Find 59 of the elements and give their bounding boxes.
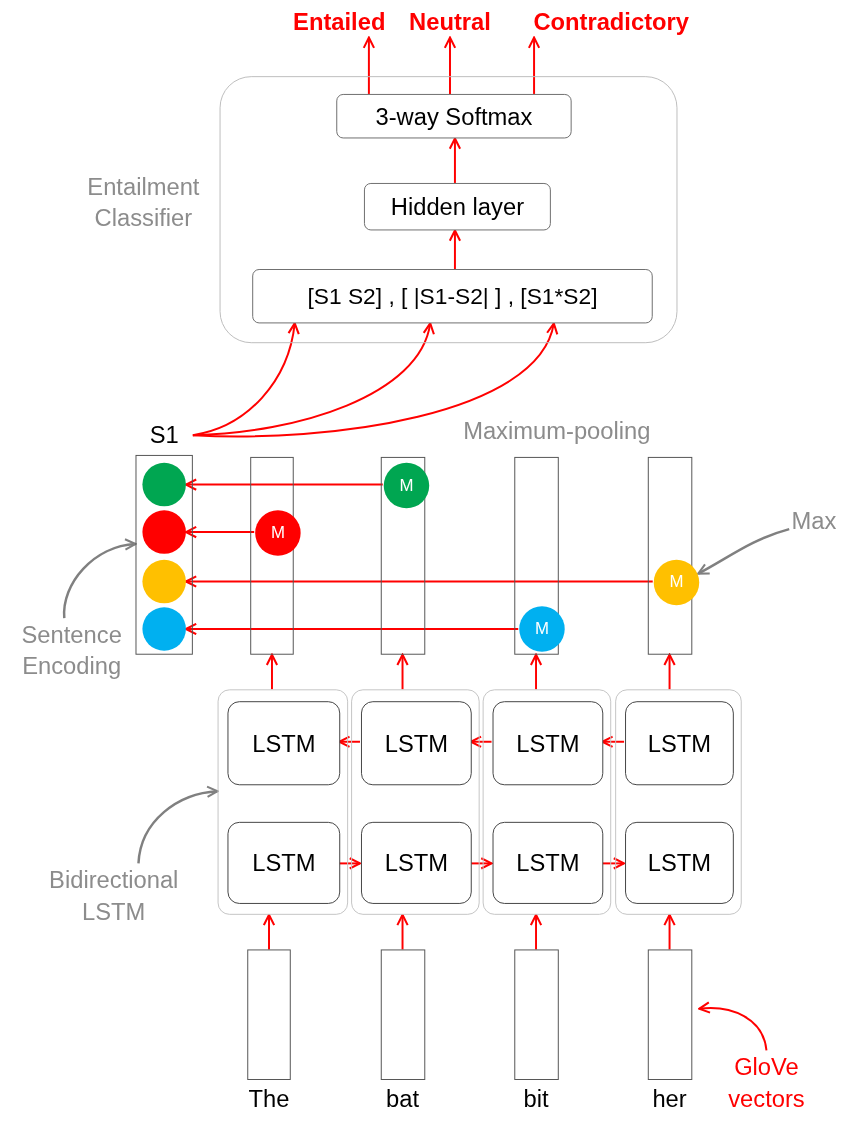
arrow [448,229,462,270]
lstm-box: LSTM [227,701,341,786]
output-label: Entailed [279,5,399,38]
max-marker: M [519,606,565,652]
pointer-arrow [63,539,137,619]
output-label: Contradictory [512,5,711,38]
output-label: Neutral [400,5,500,38]
max-marker: M [383,462,430,509]
arrow [698,1001,768,1052]
arrow [527,36,541,95]
arrow [601,735,626,748]
lstm-box: LSTM [361,701,472,786]
panel-label: Entailment Classifier [86,171,201,234]
annotation-label: Max [789,506,839,537]
arrow [362,36,376,95]
annotation-label: Sentence Encoding [4,618,139,684]
word-label: bit [522,1084,550,1113]
arrow [396,913,409,951]
word-label: her [651,1084,688,1113]
vector-element [142,607,186,651]
layer-box: 3-way Softmax [336,93,572,139]
pointer-arrow [137,786,219,864]
arrow [601,857,626,870]
vector-label: S1 [148,420,180,450]
pointer-arrow [697,527,790,575]
max-marker: M [255,510,301,556]
arrow [396,653,409,691]
annotation-label: Bidirectional LSTM [39,863,188,929]
arrow [663,653,676,691]
arrow [184,575,654,588]
arrow [663,913,676,951]
vector-element [142,510,186,554]
word-label: bat [385,1084,421,1113]
arrow [184,622,520,636]
arrow [184,478,384,491]
arrow [443,36,457,95]
annotation-label: GloVe vectors [707,1050,826,1116]
arrow [265,653,279,691]
section-label: Maximum-pooling [462,416,652,447]
arrow [338,735,361,748]
vector-element [142,462,186,507]
word-label: The [247,1084,291,1113]
lstm-box: LSTM [492,701,604,786]
arrow [338,857,361,870]
lstm-box: LSTM [227,821,341,904]
layer-box: [S1 S2] , [ |S1-S2| ] , [S1*S2] [252,269,653,324]
lstm-box: LSTM [361,821,472,904]
arrow [262,913,276,951]
arrow [448,137,462,184]
max-marker: M [653,559,700,606]
arrow [529,653,543,691]
vector-element [142,559,186,604]
layer-box: Hidden layer [363,182,551,231]
lstm-box: LSTM [492,821,604,904]
arrow [191,322,557,438]
arrow [184,525,256,539]
lstm-box: LSTM [625,701,734,786]
lstm-box: LSTM [625,821,734,904]
arrow [529,913,543,951]
